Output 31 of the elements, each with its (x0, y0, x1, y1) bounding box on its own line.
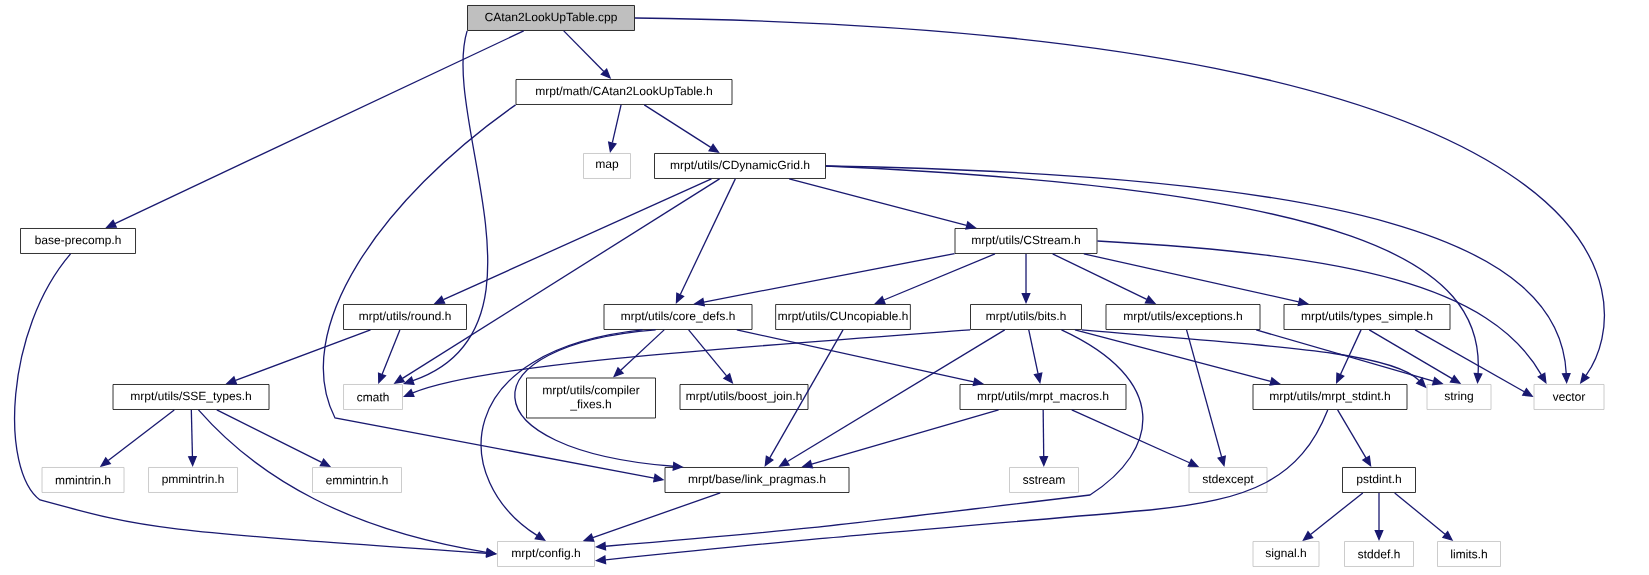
file-box: mrpt/base/link_pragmas.h (664, 467, 850, 493)
file-box: mrpt/utils/compiler _fixes.h (526, 377, 656, 419)
file-box: mrpt/math/CAtan2LookUpTable.h (515, 79, 733, 105)
file-box: pmmintrin.h (148, 467, 238, 493)
file-box: stddef.h (1344, 541, 1414, 567)
file-box: stdexcept (1188, 467, 1268, 493)
file-box: base-precomp.h (20, 228, 136, 254)
file-box: mrpt/utils/mrpt_macros.h (959, 384, 1127, 410)
file-box: mrpt/utils/SSE_types.h (112, 384, 270, 410)
file-box: cmath (343, 384, 403, 410)
file-box: mmintrin.h (41, 467, 125, 493)
file-box: vector (1533, 384, 1605, 410)
file-box: pstdint.h (1342, 467, 1416, 493)
file-box: mrpt/utils/types_simple.h (1283, 304, 1451, 330)
file-box: signal.h (1252, 541, 1320, 567)
file-box: mrpt/utils/CUncopiable.h (775, 304, 911, 330)
file-box: mrpt/utils/bits.h (970, 304, 1082, 330)
file-box: map (583, 153, 631, 179)
file-box: mrpt/utils/round.h (343, 304, 467, 330)
file-box: mrpt/utils/core_defs.h (603, 304, 753, 330)
file-box: emmintrin.h (312, 467, 402, 493)
file-box: sstream (1009, 467, 1079, 493)
file-box: mrpt/utils/CDynamicGrid.h (654, 153, 826, 179)
file-box: limits.h (1437, 541, 1501, 567)
file-box: CAtan2LookUpTable.cpp (467, 5, 635, 31)
file-box: mrpt/utils/boost_join.h (679, 384, 809, 410)
file-box: mrpt/config.h (497, 541, 595, 567)
file-box: string (1426, 384, 1492, 410)
file-box: mrpt/utils/CStream.h (954, 228, 1098, 254)
file-box: mrpt/utils/mrpt_stdint.h (1252, 384, 1408, 410)
file-box: mrpt/utils/exceptions.h (1105, 304, 1261, 330)
